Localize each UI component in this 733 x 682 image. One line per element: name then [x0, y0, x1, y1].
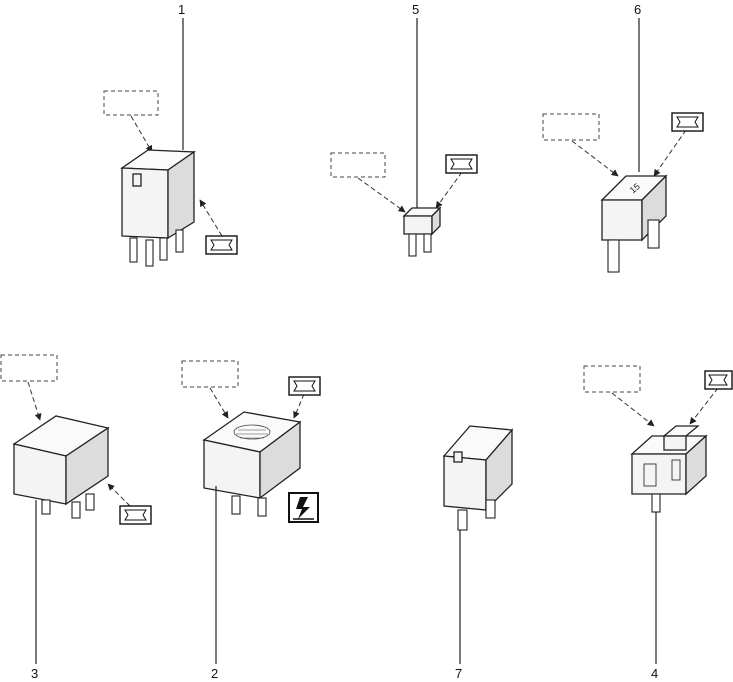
callout-5: 5 [412, 2, 419, 17]
connector-tag-icon [119, 505, 152, 525]
connector-tag-icon [445, 154, 478, 174]
relay-7: 7 [442, 425, 514, 681]
connector-tag-icon [704, 370, 733, 390]
callout-3: 3 [31, 666, 38, 681]
fuse-rating-label: 15 [628, 181, 642, 195]
relay-2: 2 [181, 360, 321, 681]
connector-tag-icon [288, 376, 321, 396]
relay-3: 3 [0, 354, 152, 681]
high-voltage-warning-icon [288, 492, 319, 523]
fuse-holder-4: 4 [583, 365, 733, 681]
connector-tag-icon [671, 112, 704, 132]
callout-6: 6 [634, 2, 641, 17]
label-placeholder-box [0, 354, 58, 382]
label-placeholder-box [181, 360, 239, 388]
label-placeholder-box [583, 365, 641, 393]
callout-7: 7 [455, 666, 462, 681]
connector-tag-icon [205, 235, 238, 255]
callout-4: 4 [651, 666, 658, 681]
label-placeholder-box [330, 152, 386, 178]
mini-fuse-5: 5 [330, 2, 478, 257]
callout-1: 1 [178, 2, 185, 17]
callout-2: 2 [211, 666, 218, 681]
relay-1: 1 [103, 2, 238, 267]
label-placeholder-box [103, 90, 159, 116]
maxi-fuse-6: 6 15 [542, 2, 704, 273]
label-placeholder-box [542, 113, 600, 141]
